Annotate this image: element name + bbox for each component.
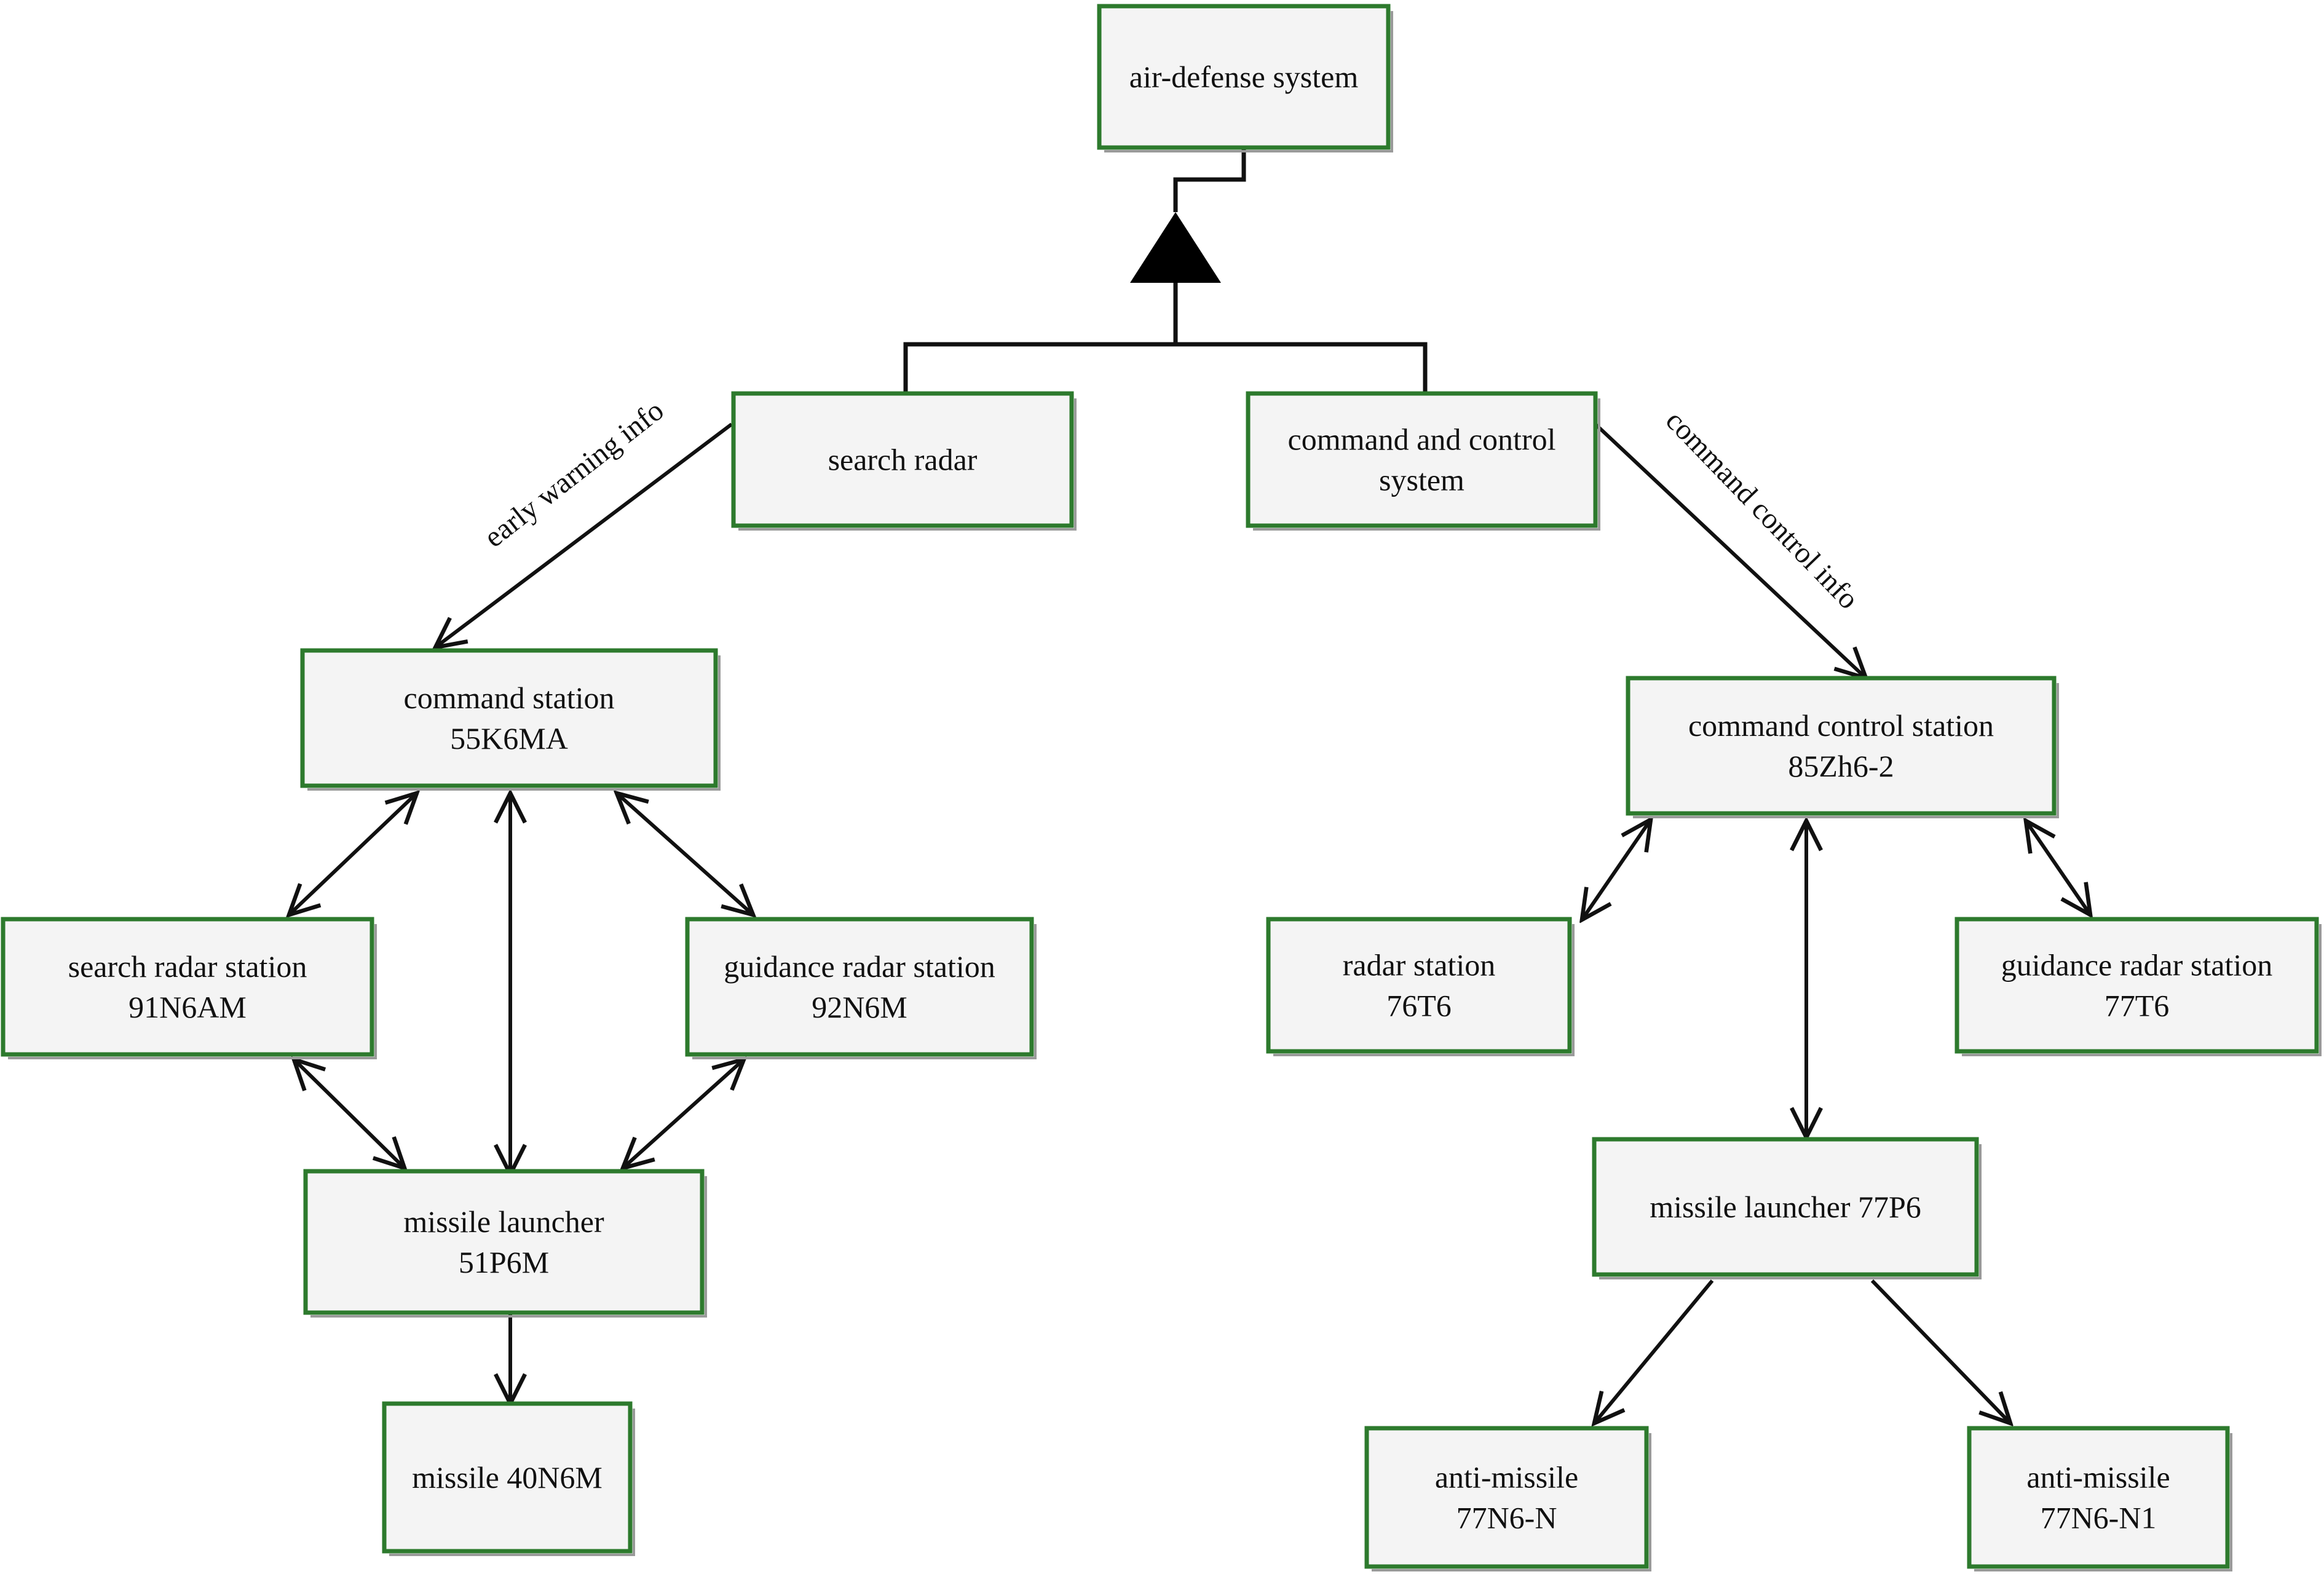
node-anti-missile-n1: anti-missile 77N6-N1 [1967,1426,2232,1571]
node-box [303,1169,705,1315]
node-label-line: missile launcher [403,1204,604,1239]
node-label-line: 77T6 [2105,989,2170,1023]
node-label-line: 92N6M [812,990,907,1024]
node-label-line: 77N6-N [1456,1501,1557,1535]
edge-label-early-warning: early warning info [478,394,670,554]
node-command-control-station: command control station 85Zh6-2 [1626,676,2059,818]
edge-label-command-control: command control info [1659,404,1865,615]
node-label-line: 85Zh6-2 [1788,749,1894,783]
node-label-line: 77N6-N1 [2041,1501,2157,1535]
node-box [1626,676,2057,816]
node-search-radar-station: search radar station 91N6AM [1,917,377,1059]
node-air-defense-system: air-defense system [1097,4,1393,152]
node-box [382,1401,633,1554]
edge-guidance-radar-launcher [623,1059,744,1168]
edges [289,422,2090,1423]
node-label-line: guidance radar station [2001,948,2272,982]
node-box [731,391,1074,528]
node-label-line: guidance radar station [724,949,995,984]
node-shadow [310,1176,707,1318]
node-label-line: anti-missile [1435,1460,1578,1495]
node-guidance-radar-station-right: guidance radar station 77T6 [1954,917,2322,1056]
node-shadow [1372,1433,1651,1571]
node-label-line: 51P6M [459,1245,549,1279]
node-shadow [1974,1433,2232,1571]
node-missile-launcher-left: missile launcher 51P6M [303,1169,707,1318]
node-label-line: command station [404,681,615,715]
node-box [1954,917,2319,1054]
generalization-triangle [1130,212,1221,283]
node-shadow [738,398,1077,531]
node-label-line: command control station [1688,708,1994,743]
node-radar-station: radar station 76T6 [1266,917,1575,1056]
node-label-line: radar station [1343,948,1496,982]
node-box [1266,917,1572,1054]
node-command-and-control-system: command and control system [1246,391,1600,531]
node-label-line: system [1379,463,1464,497]
node-missile: missile 40N6M [382,1401,635,1556]
node-label-line: command and control [1288,422,1556,457]
edge-cmd-guidance-radar [617,793,753,915]
node-label-line: search radar [828,443,978,477]
node-shadow [1253,398,1600,531]
node-shadow [692,924,1037,1059]
node-shadow [8,924,377,1059]
node-label-line: 91N6AM [128,990,247,1024]
node-missile-launcher-right: missile launcher 77P6 [1592,1137,1982,1279]
node-box [1967,1426,2230,1569]
edge-command-control [1594,422,1866,678]
node-box [1592,1137,1979,1277]
node-anti-missile-n: anti-missile 77N6-N [1364,1426,1651,1571]
node-label-line: 55K6MA [450,721,568,756]
node-label-line: missile 40N6M [412,1460,603,1495]
edge-cc-guidance-radar [2026,821,2090,915]
edge-launcher-anti-missile-n1 [1870,1279,2010,1423]
node-shadow [1599,1144,1982,1279]
node-shadow [1633,683,2059,818]
node-label-line: missile launcher 77P6 [1650,1190,1921,1224]
node-label-line: search radar station [68,949,307,984]
node-box [1364,1426,1649,1569]
node-label-line: air-defense system [1129,60,1359,94]
node-shadow [1104,11,1393,152]
node-label-line: 76T6 [1386,989,1452,1023]
node-shadow [1273,924,1575,1056]
node-command-station: command station 55K6MA [300,648,721,791]
node-shadow [1962,924,2322,1056]
edge-cmd-search-radar-station [289,793,417,915]
generalization-connector [903,148,1428,393]
node-box [685,917,1034,1057]
node-search-radar: search radar [731,391,1077,531]
node-guidance-radar-station-left: guidance radar station 92N6M [685,917,1037,1059]
node-box [300,648,718,788]
edge-launcher-anti-missile-n [1594,1279,1714,1423]
edge-cc-radar-station [1582,820,1651,920]
edge-early-warning [435,422,733,647]
node-label-line: anti-missile [2026,1460,2170,1495]
edge-search-radar-station-launcher [294,1059,405,1168]
nodes: air-defense system search radar command an… [1,4,2322,1571]
node-box [1097,4,1391,150]
node-shadow [307,655,721,791]
node-box [1,917,374,1057]
node-shadow [389,1409,635,1556]
node-box [1246,391,1598,528]
